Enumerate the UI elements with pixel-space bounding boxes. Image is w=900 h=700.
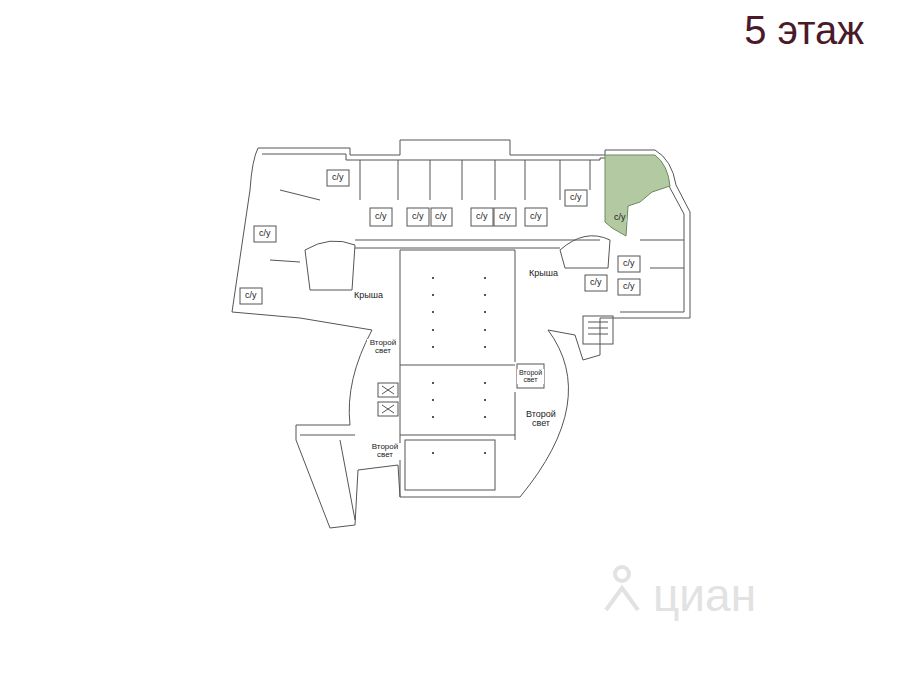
room-label: с/у (331, 173, 345, 182)
room-label: с/у (374, 212, 388, 221)
room-label: с/у (622, 282, 636, 291)
room-label: с/у (622, 259, 636, 268)
watermark: циан (652, 571, 757, 619)
void-label: Второй свет (369, 443, 401, 460)
room-label: с/у (475, 212, 489, 221)
void-label: Второй свет (523, 410, 559, 429)
room-label: с/у (244, 291, 258, 300)
room-label: с/у (529, 212, 543, 221)
room-label: с/у (434, 212, 448, 221)
void-label: Второй свет (367, 339, 399, 356)
room-label: с/у (258, 229, 272, 238)
room-label: с/у (589, 278, 603, 287)
room-label: с/у (569, 193, 583, 202)
roof-label: Крыша (353, 291, 384, 300)
page-title: 5 этаж (744, 8, 864, 52)
void-label: Второй свет (517, 369, 544, 384)
room-label: с/у (411, 212, 425, 221)
room-label: с/у (498, 212, 512, 221)
room-label: с/у (613, 213, 627, 222)
roof-label: Крыша (528, 269, 559, 278)
